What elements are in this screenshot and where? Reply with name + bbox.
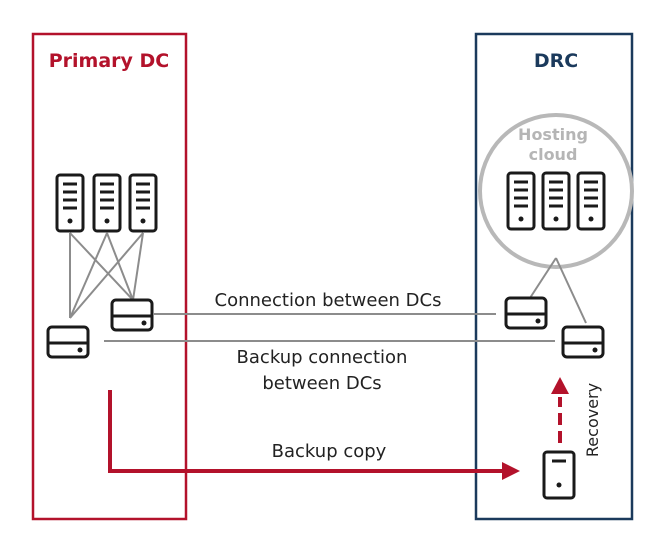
backup-copy-label: Backup copy [272, 441, 387, 462]
drc-switch-icon-1 [504, 296, 548, 330]
drc-box [474, 32, 634, 521]
primary-server-icon-3 [128, 173, 158, 233]
backup-copy-line [108, 390, 504, 473]
primary-switch-icon-1 [110, 298, 154, 332]
backup-connection-label-2: between DCs [262, 373, 381, 394]
cloud-server-icon-1 [506, 171, 536, 231]
drc-cloud-links [529, 257, 587, 324]
cloud-server-icon-2 [541, 171, 571, 231]
hosting-cloud-circle [478, 113, 634, 269]
backup-storage-icon [542, 450, 576, 500]
cloud-server-icon-3 [576, 171, 606, 231]
connection-label: Connection between DCs [215, 290, 442, 311]
primary-server-icon-1 [55, 173, 85, 233]
primary-dc-box [31, 32, 188, 521]
recovery-arrow-icon [551, 377, 569, 394]
cloud-label-1: Hosting [518, 125, 588, 144]
cloud-label-2: cloud [529, 145, 578, 164]
backup-connection-label-1: Backup connection [237, 347, 408, 368]
primary-dc-title: Primary DC [49, 50, 170, 72]
drc-switch-icon-2 [561, 325, 605, 359]
recovery-label: Recovery [583, 383, 602, 457]
backup-copy-arrow-icon [502, 462, 520, 480]
primary-switch-icon-2 [46, 325, 90, 359]
drc-title: DRC [534, 50, 578, 72]
primary-server-icon-2 [92, 173, 122, 233]
primary-mesh-links [69, 232, 144, 319]
